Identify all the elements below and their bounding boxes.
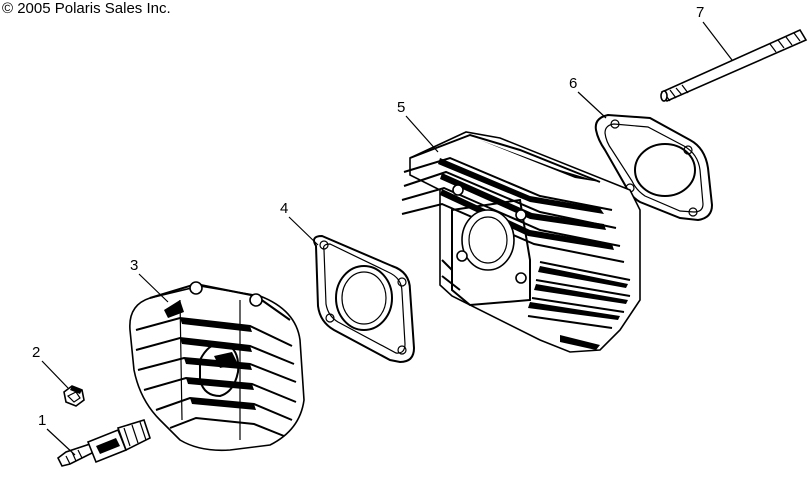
callout-2: 2 (32, 344, 69, 389)
callout-4: 4 (280, 200, 319, 246)
nut-part[interactable] (63, 385, 85, 407)
leader-line-2 (41, 360, 69, 389)
leader-line-7 (702, 21, 733, 61)
stud-part[interactable] (660, 28, 808, 103)
callout-5-number: 5 (397, 99, 405, 116)
cylinder-part[interactable] (401, 131, 641, 353)
callout-7: 7 (696, 4, 733, 61)
leader-line-3 (138, 273, 169, 303)
callout-5: 5 (397, 99, 439, 153)
callout-1: 1 (38, 412, 76, 456)
leader-line-1 (46, 428, 76, 456)
leader-line-4 (288, 216, 319, 246)
callout-7-number: 7 (696, 4, 704, 21)
copyright-text: © 2005 Polaris Sales Inc. (2, 0, 171, 17)
head-gasket-part[interactable] (313, 234, 416, 364)
leader-line-6 (577, 91, 607, 119)
spark-plug-part[interactable] (56, 419, 151, 467)
callout-3: 3 (130, 257, 169, 303)
callout-3-number: 3 (130, 257, 138, 274)
callout-1-number: 1 (38, 412, 46, 429)
leader-line-5 (405, 115, 439, 153)
callout-4-number: 4 (280, 200, 288, 217)
cylinder-head-part[interactable] (129, 281, 305, 452)
callout-6-number: 6 (569, 75, 577, 92)
callout-6: 6 (569, 75, 607, 119)
callout-2-number: 2 (32, 344, 40, 361)
